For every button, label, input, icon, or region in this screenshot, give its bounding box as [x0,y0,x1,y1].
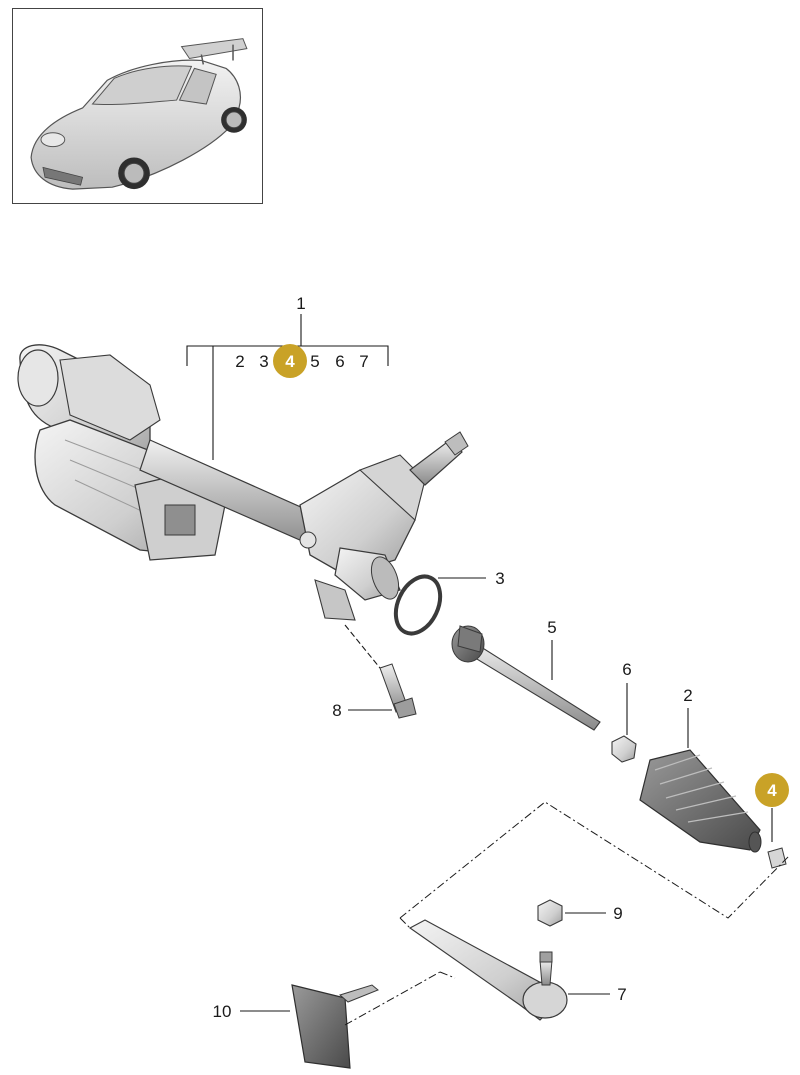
vehicle-thumbnail [12,8,263,204]
bolt [379,663,417,719]
callout-5: 5 [547,618,556,637]
callout-10: 10 [213,1002,232,1021]
tie-rod-end [408,919,568,1021]
bracket-item-7: 7 [359,352,368,371]
leader-lines [186,314,773,1012]
dash-dot-guides [344,801,791,1026]
callout-8: 8 [332,701,341,720]
o-ring [393,574,443,636]
bracket-item-6: 6 [335,352,344,371]
steering-rack [17,344,469,621]
callout-1: 1 [296,294,305,313]
heat-shield [291,984,379,1069]
callout-9: 9 [613,904,622,923]
highlight-badge-clamp [755,773,789,807]
highlight-badge [273,344,307,378]
nut [537,899,563,927]
nut-small [611,735,637,763]
tie-rod [451,625,601,731]
callout-4: 4 [767,781,777,800]
steering-boot [639,749,762,853]
callout-7: 7 [617,985,626,1004]
callout-6: 6 [622,660,631,679]
bracket-item-4: 4 [285,352,295,371]
callout-3: 3 [495,569,504,588]
bracket-item-3: 3 [259,352,268,371]
bracket-item-5: 5 [310,352,319,371]
clamp [767,847,787,869]
callout-2: 2 [683,686,692,705]
sports-car-icon [30,38,248,190]
bracket-item-2: 2 [235,352,244,371]
callout-labels: 1 2 3 4 5 6 7 3 5 6 2 4 8 9 7 10 [213,294,789,1021]
